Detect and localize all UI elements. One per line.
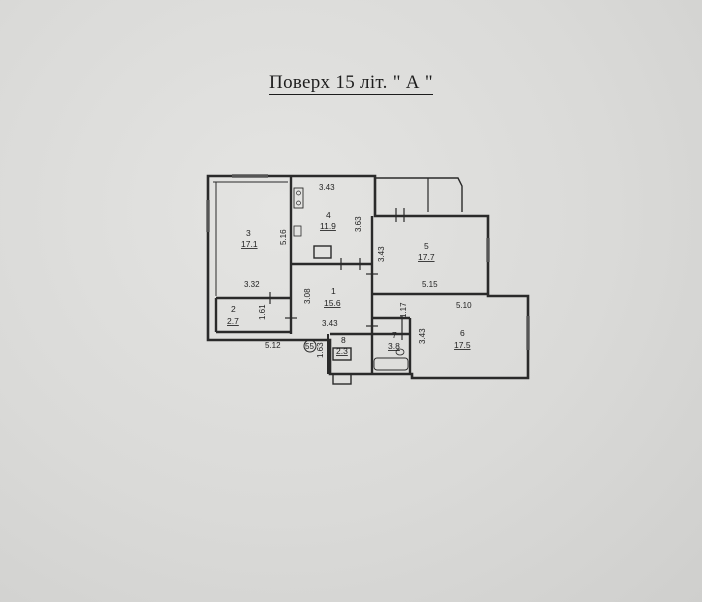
room-number-6: 6 [460,328,465,338]
room-area-2: 2.7 [227,316,239,326]
room-area-8: 2.3 [336,346,348,356]
room-area-7: 3.8 [388,341,400,351]
room-area-1: 15.6 [324,298,341,308]
dimension-room3-width: 3.32 [244,280,260,289]
burner-icon [296,190,301,196]
dimension-room8-height: 1.63 [316,342,325,358]
burner-icon [296,200,301,206]
dimension-room7-height: 1.17 [399,302,408,318]
dimension-room5-height: 3.43 [377,246,386,262]
radiator-icon [313,245,332,259]
washer-icon [332,373,352,385]
dimension-room2-height: 1.61 [258,304,267,320]
outer-wall [206,174,530,380]
dimension-room1-width: 3.43 [322,319,338,328]
dimension-room1-height: 3.08 [303,288,312,304]
room-area-5: 17.7 [418,252,435,262]
dimension-room2-width: 5.12 [265,341,281,350]
room-number-3: 3 [246,228,251,238]
room-number-4: 4 [326,210,331,220]
dimension-room6-width: 5.10 [456,301,472,310]
dimension-room5-width: 5.15 [422,280,438,289]
dimension-room4-height: 3.63 [354,216,363,232]
room-area-4: 11.9 [320,221,336,231]
bathtub-icon [373,357,409,371]
dimension-room6-height: 3.43 [418,328,427,344]
shaft-marker-label: 55 [305,342,314,351]
floor-title-text: Поверх 15 літ. " А " [269,72,433,95]
room-number-2: 2 [231,304,236,314]
dimension-room4-width: 3.43 [319,183,335,192]
toilet-icon [395,348,405,356]
floor-title: Поверх 15 літ. " А " [0,72,702,95]
shaft-marker [303,339,317,353]
stove-icon [293,187,304,209]
dimension-room3-height: 5.16 [279,229,288,245]
room-number-5: 5 [424,241,429,251]
balcony-outline [375,177,463,212]
room-number-8: 8 [341,335,346,345]
sink-icon [293,225,302,237]
door-mark [395,208,405,222]
door-mark [340,258,361,270]
room-area-3: 17.1 [241,239,258,249]
wc-fixture-icon [332,347,352,361]
room-number-1: 1 [331,286,336,296]
room-number-7: 7 [392,330,397,340]
room-area-6: 17.5 [454,340,471,350]
